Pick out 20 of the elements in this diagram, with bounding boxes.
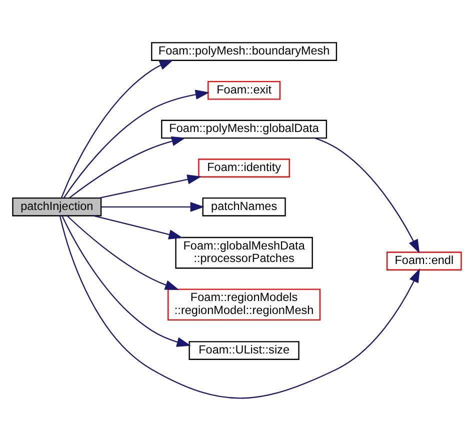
node-box: Foam::globalMeshData ::processorPatches [175, 236, 313, 268]
node-box: Foam::endl [386, 251, 462, 270]
node-box: Foam::polyMesh::boundaryMesh [151, 42, 338, 60]
node-box: Foam::regionModels ::regionModel::regionMesh [168, 288, 321, 320]
node-box: Foam::identity [198, 158, 290, 177]
arrow [69, 136, 186, 198]
arrow [63, 89, 210, 198]
node-box: patchNames [202, 197, 286, 216]
node-box: patchInjection [12, 197, 102, 216]
arrow [66, 214, 180, 290]
node-box: Foam::polyMesh::globalData [161, 119, 328, 138]
arrow [314, 137, 420, 254]
arrow [94, 214, 183, 239]
node-box: Foam::UList::size [188, 340, 300, 360]
arrow [60, 59, 174, 198]
arrow [98, 174, 202, 198]
arrow [101, 201, 204, 212]
node-box: Foam::exit [208, 80, 281, 100]
arrow [62, 215, 191, 346]
arrow [59, 215, 420, 398]
